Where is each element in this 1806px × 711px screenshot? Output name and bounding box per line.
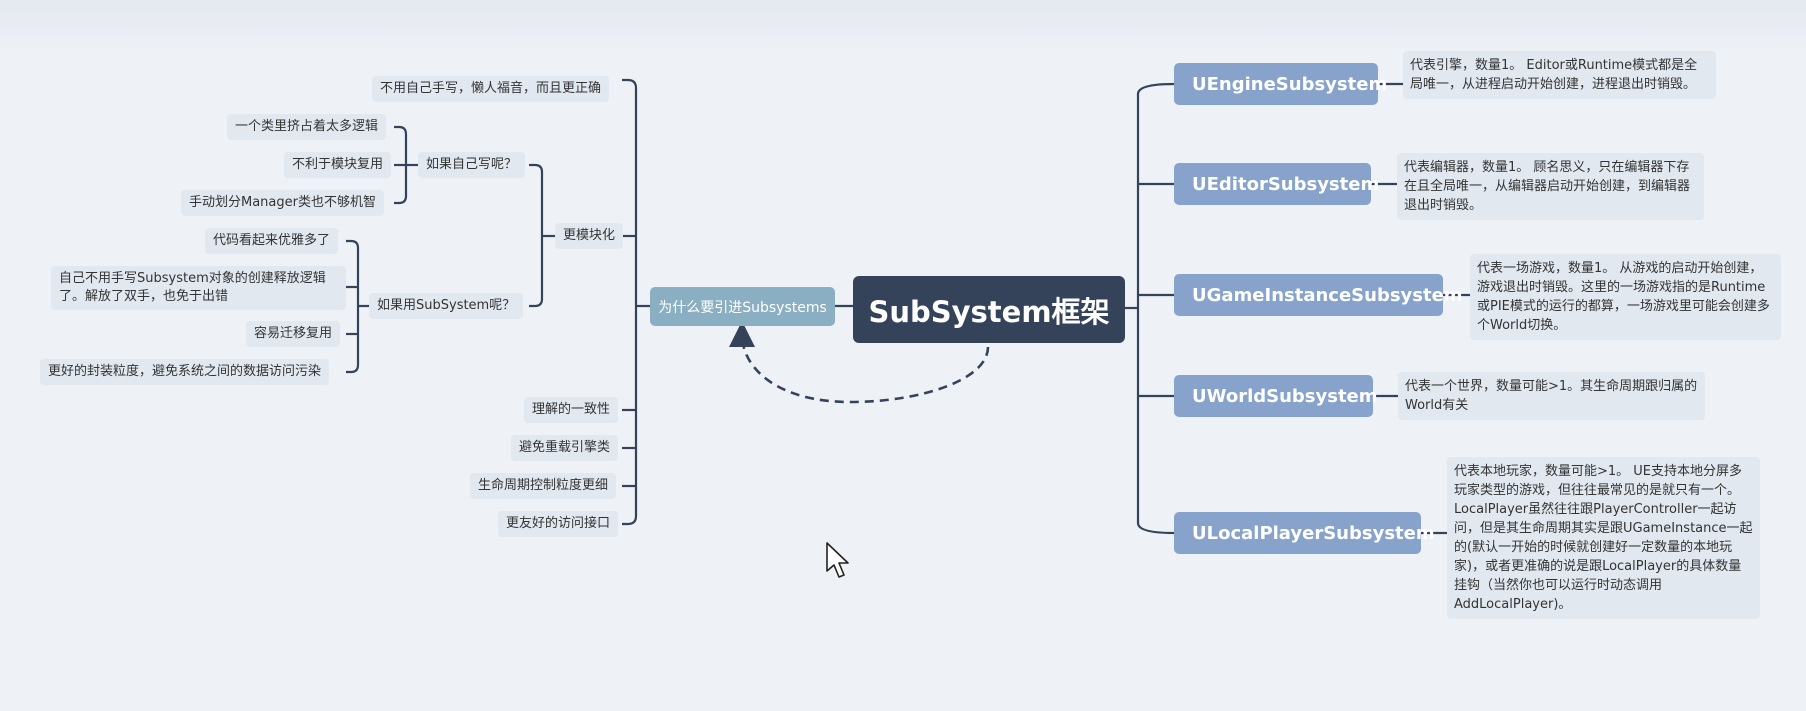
localplayer-subsystem-node[interactable]: ULocalPlayerSubsystem [1174, 512, 1435, 554]
editor-subsystem-desc[interactable]: 代表编辑器，数量1。 顾名思义，只在编辑器下存在且全局唯一，从编辑器启动开始创建… [1397, 153, 1704, 220]
engine-subsystem-node[interactable]: UEngineSubsystem [1174, 63, 1387, 105]
subsystem-item-node[interactable]: 容易迁移复用 [246, 321, 341, 347]
why-subsystems-node[interactable]: 为什么要引进Subsystems [650, 287, 835, 326]
gameinstance-subsystem-node[interactable]: UGameInstanceSubsystem [1174, 274, 1463, 316]
subsystem-item-node[interactable]: 自己不用手写Subsystem对象的创建释放逻辑了。解放了双手，也免于出错 [51, 266, 346, 310]
if-subsystem-node[interactable]: 如果用SubSystem呢？ [369, 293, 524, 319]
if-self-write-node[interactable]: 如果自己写呢？ [418, 152, 526, 178]
lifecycle-node[interactable]: 生命周期控制粒度更细 [470, 473, 617, 499]
top-bar [0, 0, 1806, 50]
more-modular-node[interactable]: 更模块化 [555, 223, 624, 249]
world-subsystem-node[interactable]: UWorldSubsystem [1174, 375, 1378, 417]
engine-subsystem-desc[interactable]: 代表引擎，数量1。 Editor或Runtime模式都是全局唯一，从进程启动开始… [1403, 51, 1716, 99]
friendly-api-node[interactable]: 更友好的访问接口 [498, 511, 619, 537]
central-topic[interactable]: SubSystem框架 [853, 276, 1125, 343]
localplayer-subsystem-desc[interactable]: 代表本地玩家，数量可能>1。 UE支持本地分屏多玩家类型的游戏，但往往最常见的是… [1447, 457, 1760, 619]
no-handwrite-node[interactable]: 不用自己手写，懒人福音，而且更正确 [372, 76, 610, 102]
subsystem-item-node[interactable]: 代码看起来优雅多了 [205, 228, 339, 254]
subsystem-item-node[interactable]: 更好的封装粒度，避免系统之间的数据访问污染 [40, 359, 330, 385]
mouse-cursor-icon [826, 542, 849, 578]
self-item-node[interactable]: 一个类里挤占着太多逻辑 [227, 114, 387, 140]
avoid-reload-node[interactable]: 避免重载引擎类 [511, 435, 619, 461]
self-item-node[interactable]: 不利于模块复用 [284, 152, 392, 178]
gameinstance-subsystem-desc[interactable]: 代表一场游戏，数量1。 从游戏的启动开始创建，游戏退出时销毁。这里的一场游戏指的… [1470, 254, 1781, 340]
self-item-node[interactable]: 手动划分Manager类也不够机智 [181, 190, 384, 216]
editor-subsystem-node[interactable]: UEditorSubsystem [1174, 163, 1379, 205]
consistent-node[interactable]: 理解的一致性 [524, 397, 619, 423]
world-subsystem-desc[interactable]: 代表一个世界，数量可能>1。其生命周期跟归属的World有关 [1398, 372, 1705, 420]
